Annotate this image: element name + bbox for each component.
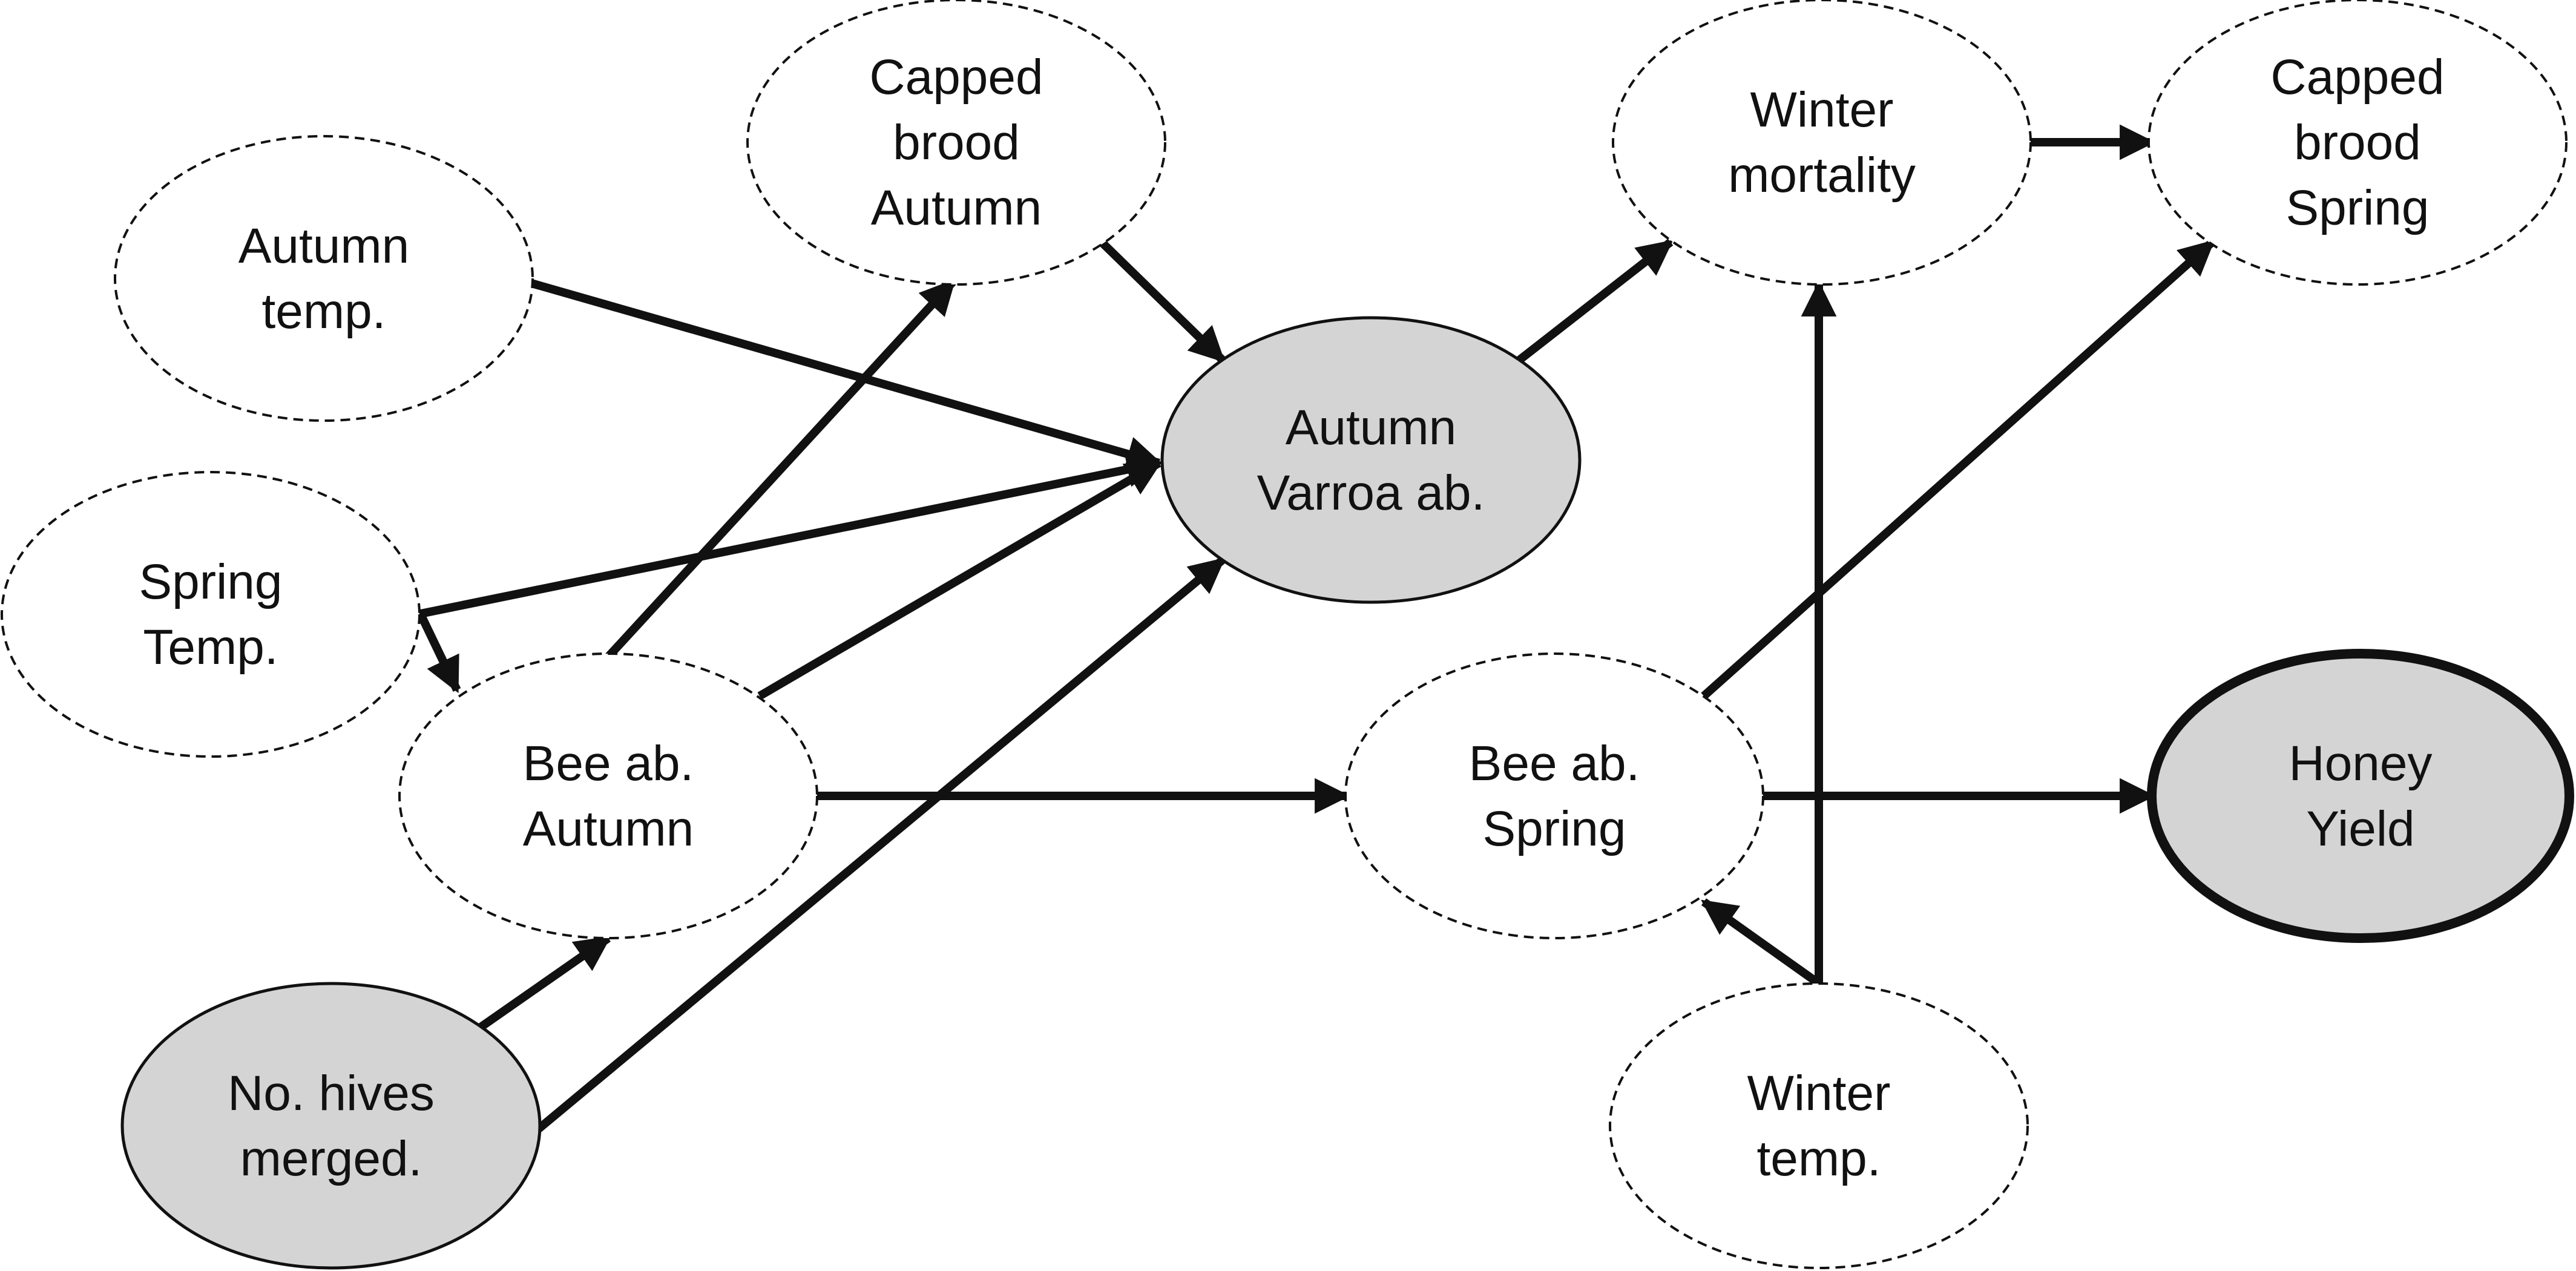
node-winter-temp: Winter temp. [1609,982,2029,1269]
node-bee-spring-label-line: Spring [1482,801,1626,856]
node-hives-merged-label-line: No. hives [228,1066,435,1121]
node-winter-mort: Winter mortality [1612,0,2032,286]
edge-varroa-to-winter-mort [1516,238,1674,364]
node-capped-autumn-label-line: Capped [869,50,1043,105]
node-winter-temp-label-line: temp. [1756,1131,1881,1186]
node-autumn-temp-label-line: Autumn [238,218,410,274]
edge-winter-temp-to-bee-spring [1701,898,1822,987]
edge-autumn-temp-to-varroa [530,279,1163,471]
node-hives-merged: No. hives merged. [120,982,542,1270]
edge-spring-temp-to-bee-autumn [416,612,461,694]
node-hives-merged-ellipse [120,982,542,1270]
edge-spring-temp-to-varroa [416,452,1163,619]
node-capped-autumn-ellipse [746,0,1166,286]
edge-hives-merged-to-bee-autumn [475,934,611,1033]
node-autumn-temp-ellipse [114,135,534,422]
node-capped-autumn-label-line: Autumn [871,180,1042,235]
node-bee-autumn: Bee ab. Autumn [398,652,818,939]
node-honey-ellipse [2147,649,2574,943]
node-honey-label-line: Yield [2306,801,2414,856]
node-winter-temp-label-line: Winter [1747,1066,1891,1121]
node-varroa-ellipse [1160,316,1582,604]
node-spring-temp-ellipse [1,471,421,758]
edge-bee-autumn-to-capped-autumn [605,278,957,660]
node-spring-temp-label-line: Temp. [143,620,278,675]
node-bee-autumn-ellipse [398,652,818,939]
edge-capped-autumn-to-varroa [1099,238,1226,364]
node-autumn-temp: Autumn temp. [114,135,534,422]
node-spring-temp-label-line: Spring [139,554,282,609]
node-hives-merged-label-line: merged. [240,1131,422,1186]
node-capped-spring-label-line: Capped [2270,50,2444,105]
node-honey-label-line: Honey [2288,736,2432,791]
edge-bee-autumn-to-varroa [757,459,1163,700]
edge-bee-spring-to-capped-spring [1701,238,2215,700]
node-winter-mort-ellipse [1612,0,2032,286]
node-winter-mort-label-line: mortality [1728,148,1916,203]
node-bee-autumn-label-line: Autumn [523,801,694,856]
node-capped-autumn-label-line: brood [893,115,1020,170]
node-bee-autumn-label-line: Bee ab. [523,736,694,791]
edges-layer [416,124,2215,1132]
edge-hives-merged-to-varroa [536,556,1226,1132]
node-capped-spring-label-line: brood [2294,115,2421,170]
node-winter-mort-label-line: Winter [1750,82,1894,137]
node-autumn-temp-label-line: temp. [261,284,386,339]
node-winter-temp-ellipse [1609,982,2029,1269]
node-capped-spring-label-line: Spring [2285,180,2429,235]
node-bee-spring-label-line: Bee ab. [1469,736,1640,791]
node-varroa-label-line: Varroa ab. [1257,465,1485,521]
node-varroa-label-line: Autumn [1286,400,1457,455]
node-capped-spring-ellipse [2147,0,2568,286]
node-bee-spring-ellipse [1344,652,1764,939]
node-bee-spring: Bee ab. Spring [1344,652,1764,939]
